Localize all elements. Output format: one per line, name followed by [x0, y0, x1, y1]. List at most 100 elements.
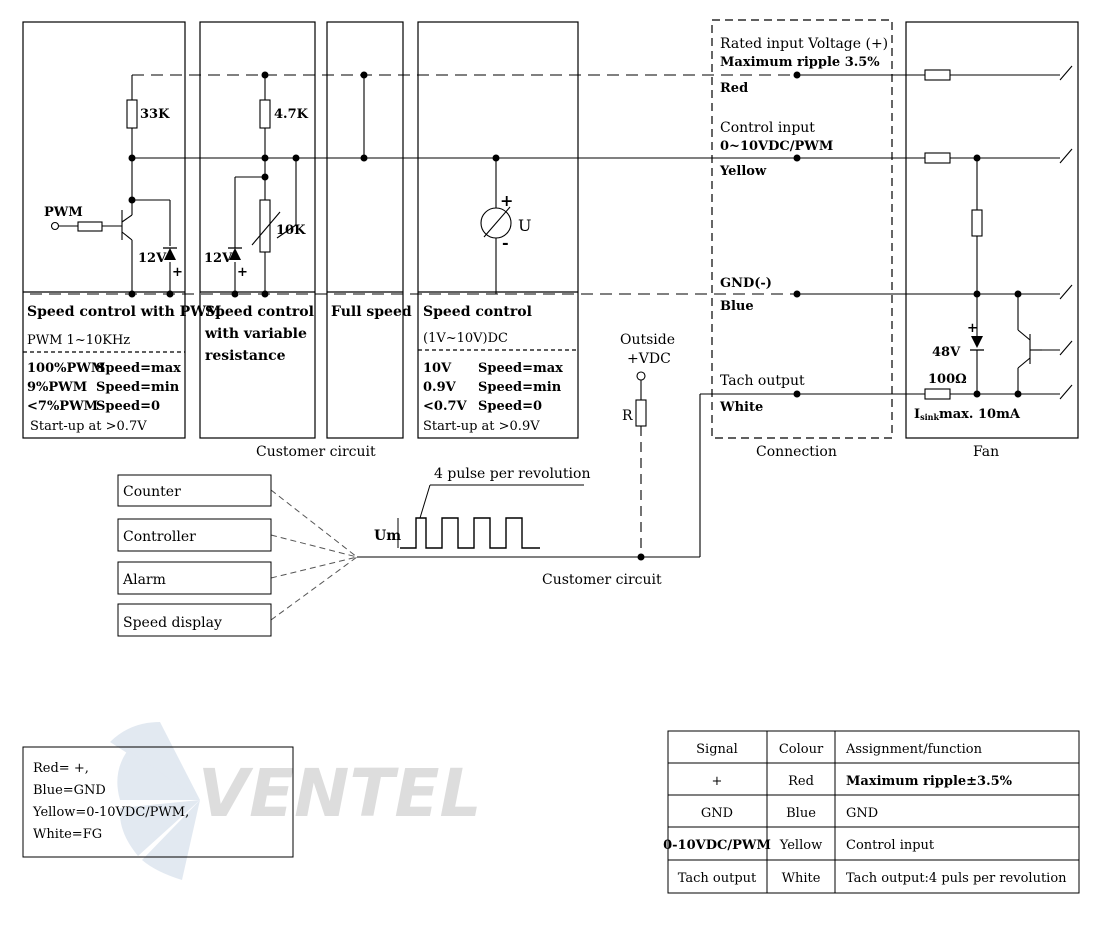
full-junction-bottom [360, 154, 368, 162]
table-cell: + [712, 774, 723, 789]
dc-title-2: (1V~10V)DC [423, 331, 508, 346]
dc-plus-sign: + [500, 191, 513, 210]
pulse-label: 4 pulse per revolution [434, 466, 590, 482]
pwm-row-2-a: 9%PWM [27, 380, 87, 395]
legend-blue: Blue=GND [33, 783, 106, 798]
device-speed-display: Speed display [123, 615, 222, 631]
pwm-row-3-a: <7%PWM [27, 399, 98, 414]
legend-box [22, 746, 294, 858]
dc-row-3-b: Speed=0 [478, 399, 542, 414]
tach-output-label: Tach output [720, 373, 805, 389]
legend-yellow: Yellow=0-10VDC/PWM, [32, 805, 189, 820]
table-cell: GND [846, 806, 878, 821]
box-dc [417, 21, 579, 439]
pwm-resistor-label: 33K [140, 107, 170, 122]
gnd-label: GND(-) [720, 276, 772, 291]
fan-zener-label: 48V [932, 345, 961, 360]
table-cell: Control input [846, 838, 935, 853]
table-cell: Yellow [779, 838, 822, 853]
pwm-title: Speed control with PWM [27, 304, 221, 320]
dc-row-1-b: Speed=max [478, 361, 563, 376]
max-ripple-label: Maximum ripple 3.5% [720, 55, 880, 70]
signal-table-text: Signal Colour Assignment/function + Red … [663, 742, 1067, 886]
fan-circuit [924, 69, 1073, 400]
box-variable-resistance [199, 21, 316, 439]
fan-logo-icon [110, 722, 200, 880]
box-full-speed [326, 21, 404, 439]
variable-title-3: resistance [205, 348, 286, 364]
device-alarm: Alarm [122, 572, 166, 588]
pwm-plus-sign: + [172, 265, 183, 280]
pwm-row-1-b: Speed=max [96, 361, 181, 376]
dc-junction [492, 154, 500, 162]
pwm-zener-icon [164, 248, 176, 260]
watermark-text: VENTEL [198, 755, 482, 832]
dc-title-1: Speed control [423, 304, 532, 320]
table-cell: Tach output [678, 871, 757, 886]
fan-plus-sign: + [967, 321, 978, 336]
pwm-row-1-a: 100%PWM [27, 361, 105, 376]
rated-voltage-label: Rated input Voltage (+) [720, 36, 888, 52]
table-cell: Red [788, 774, 814, 789]
table-cell: 0-10VDC/PWM [663, 838, 771, 853]
table-header-signal: Signal [696, 742, 738, 757]
variable-zener-label: 12V [204, 251, 233, 266]
dc-meter-label: U [518, 216, 531, 235]
variable-title-2: with variable [204, 326, 307, 342]
customer-circuit-caption-bottom: Customer circuit [542, 572, 662, 588]
table-cell: GND [701, 806, 733, 821]
variable-circuit [234, 75, 297, 294]
outside-junction [637, 553, 645, 561]
variable-r2-label: 10K [276, 223, 306, 238]
control-input-label: Control input [720, 120, 815, 136]
dc-circuit [480, 158, 512, 294]
pwm-junctions [128, 154, 174, 298]
fan-zener-icon [971, 336, 983, 348]
dc-startup: Start-up at >0.9V [423, 419, 540, 434]
table-cell: Blue [786, 806, 816, 821]
outside-resistor-label: R [622, 408, 633, 424]
pwm-circuit [50, 75, 171, 294]
fan-junctions [973, 154, 1022, 398]
customer-circuit-caption-top: Customer circuit [256, 444, 376, 460]
pwm-frequency: PWM 1~10KHz [27, 333, 130, 348]
dc-row-2-b: Speed=min [478, 380, 562, 395]
red-label: Red [720, 81, 748, 96]
device-counter: Counter [123, 484, 181, 500]
outside-label: Outside [620, 332, 675, 348]
dc-row-3-a: <0.7V [423, 399, 468, 414]
fan-resistor-label: 100Ω [928, 372, 967, 387]
variable-title-1: Speed control [205, 304, 314, 320]
dc-row-1-a: 10V [423, 361, 452, 376]
table-header-colour: Colour [779, 742, 824, 757]
variable-plus-sign: + [237, 265, 248, 280]
legend-red: Red= +, [33, 761, 89, 776]
pwm-input-label: PWM [44, 205, 83, 220]
dc-row-2-a: 0.9V [423, 380, 457, 395]
yellow-label: Yellow [719, 164, 767, 179]
outside-vdc-label: +VDC [627, 351, 671, 367]
signal-table [667, 730, 1080, 894]
table-cell: White [782, 871, 821, 886]
pwm-row-3-b: Speed=0 [96, 399, 160, 414]
wire-red [132, 65, 1073, 81]
variable-junctions [231, 71, 300, 298]
pwm-startup: Start-up at >0.7V [30, 419, 147, 434]
connection-caption: Connection [756, 444, 837, 460]
fan-box [905, 21, 1079, 439]
dc-minus-sign: - [502, 233, 509, 252]
ventel-watermark: VENTEL [110, 722, 482, 880]
device-controller: Controller [123, 529, 196, 545]
full-junction-top [360, 71, 368, 79]
table-cell: Tach output:4 puls per revolution [846, 871, 1067, 886]
pwm-row-2-b: Speed=min [96, 380, 180, 395]
fan-caption: Fan [973, 444, 999, 460]
pwm-zener-label: 12V [138, 251, 167, 266]
connection-junctions [793, 71, 801, 398]
white-label: White [719, 400, 763, 415]
legend-white: White=FG [33, 827, 102, 842]
table-header-assignment: Assignment/function [845, 742, 983, 757]
wire-yellow [132, 148, 1073, 164]
device-leaders [270, 489, 358, 621]
